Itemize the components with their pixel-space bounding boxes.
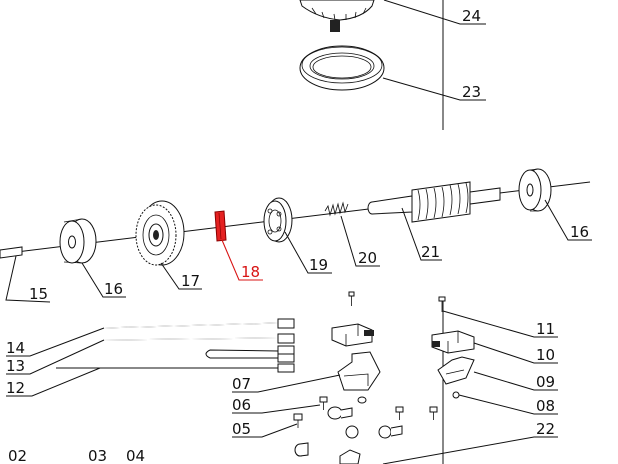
part-17-gear <box>135 200 185 266</box>
callout-06: 06 <box>232 396 251 414</box>
callout-17: 17 <box>181 272 200 290</box>
callout-23: 23 <box>462 83 481 101</box>
callout-08: 08 <box>536 397 555 415</box>
part-21-worm-shaft <box>367 181 501 223</box>
callout-15: 15 <box>29 285 48 303</box>
part-05-sleeve <box>294 442 309 457</box>
callout-11: 11 <box>536 320 555 338</box>
callout-16-right: 16 <box>570 223 589 241</box>
callout-02: 02 <box>8 447 27 464</box>
callout-21: 21 <box>421 243 440 261</box>
part-13-cable <box>101 333 295 344</box>
part-microswitch-left <box>331 323 374 347</box>
part-clips <box>327 396 403 439</box>
callout-18: 18 <box>241 263 260 281</box>
callout-13: 13 <box>6 357 25 375</box>
part-10-microswitch <box>431 330 475 354</box>
callout-10: 10 <box>536 346 555 364</box>
part-15-pin <box>0 246 23 259</box>
leader-lines <box>5 0 592 464</box>
callout-12: 12 <box>6 379 25 397</box>
part-06-screws <box>293 396 438 428</box>
part-12-cable-loop <box>56 345 295 373</box>
part-bottom-bracket <box>339 449 361 464</box>
part-11-screw <box>438 296 446 312</box>
callout-14: 14 <box>6 339 25 357</box>
part-18-key <box>214 210 227 242</box>
part-screw-small <box>348 291 355 306</box>
callout-07: 07 <box>232 375 251 393</box>
callout-05: 05 <box>232 420 251 438</box>
callout-20: 20 <box>358 249 377 267</box>
callout-03: 03 <box>88 447 107 464</box>
part-09-bracket <box>437 356 475 385</box>
part-08-nut <box>452 391 460 399</box>
callout-04: 04 <box>126 447 145 464</box>
part-19-disk <box>263 197 293 243</box>
callout-19: 19 <box>309 256 328 274</box>
part-20-spring <box>324 201 349 217</box>
part-24-gear <box>299 0 375 32</box>
callout-16-left: 16 <box>104 280 123 298</box>
callout-22: 22 <box>536 420 555 438</box>
part-16-washer-left <box>59 218 97 264</box>
part-14-cable <box>103 318 295 329</box>
part-23-ring <box>299 45 385 91</box>
callout-09: 09 <box>536 373 555 391</box>
part-16-washer-right <box>518 168 552 212</box>
part-07-bracket <box>337 351 381 391</box>
callout-24: 24 <box>462 7 481 25</box>
